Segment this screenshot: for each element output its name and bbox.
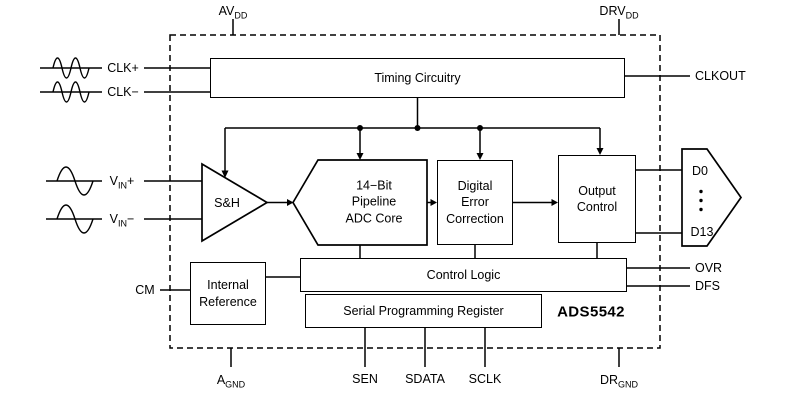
pin-d0-label: D0 [692,163,708,178]
pin-avdd-label: AVDD [218,4,248,21]
pin-vin-plus-subscript: IN [118,180,128,191]
internal-reference-block: Internal Reference [190,262,266,325]
adc-core-label: 14−Bit Pipeline ADC Core [345,178,403,226]
pin-clk-minus-label: CLK− [107,85,139,99]
sample-hold-block [201,162,269,243]
sample-hold-label: S&H [214,195,240,210]
arrowhead-clock-to-output [596,148,604,155]
pin-vin-minus-label: VIN− [109,212,135,229]
timing-circuitry-block: Timing Circuitry [210,58,625,98]
pin-drgnd-main: DR [599,373,619,387]
arrowhead-clock-to-sh [221,170,229,178]
output-control-label: Output Control [576,183,618,214]
clk-plus-waveform-icon [52,57,90,79]
junction-dot [357,125,363,131]
data-bus-arrow [681,148,743,247]
junction-dot [477,125,483,131]
ellipsis-dot [699,207,703,212]
arrowhead-adc-to-dec [430,199,437,206]
chip-name-label: ADS5542 [557,303,625,321]
pin-cm-label: CM [135,283,155,297]
pin-d13-label: D13 [690,224,714,239]
pin-sclk-label: SCLK [468,372,502,386]
pin-vin-minus-sign: − [127,212,135,226]
pin-drgnd-label: DRGND [599,373,639,390]
vin-plus-waveform-icon [56,166,94,196]
pin-agnd-label: AGND [216,373,246,390]
pin-vin-minus-main: V [109,212,119,226]
pin-agnd-subscript: GND [225,379,246,390]
arrowheads [221,148,604,206]
serial-register-label: Serial Programming Register [343,303,504,318]
pin-avdd-subscript: DD [234,10,248,21]
pin-clkout-label: CLKOUT [695,69,746,83]
control-logic-label: Control Logic [426,267,501,282]
internal-reference-label: Internal Reference [199,278,257,309]
arrowhead-clock-to-dec [476,153,484,160]
output-control-block: Output Control [558,155,636,243]
timing-circuitry-label: Timing Circuitry [374,70,461,85]
pin-sen-label: SEN [352,372,378,386]
serial-register-block: Serial Programming Register [305,294,542,328]
vin-minus-waveform-icon [56,204,94,234]
control-logic-block: Control Logic [300,258,627,292]
pin-ovr-label: OVR [695,261,723,275]
chip-boundary [169,34,661,349]
junction-dots [357,125,483,131]
error-correction-label: Digital Error Correction [446,179,504,226]
pin-agnd-main: A [216,373,226,387]
pin-avdd-main: AV [218,4,235,18]
waveform-icons [52,57,94,234]
pin-vin-plus-label: VIN+ [109,174,135,191]
arrowhead-clock-to-adc [356,153,364,160]
bus-ellipsis-dots [699,189,703,212]
pin-dfs-label: DFS [695,279,720,293]
pin-drvdd-main: DRV [599,4,626,18]
pin-drvdd-subscript: DD [625,10,639,21]
pin-drgnd-subscript: GND [618,379,639,390]
pin-clk-plus-label: CLK+ [107,61,139,75]
arrowhead-dec-to-output [551,199,558,206]
error-correction-block: Digital Error Correction [437,160,513,245]
pin-vin-minus-subscript: IN [118,218,128,229]
pin-drvdd-label: DRVDD [599,4,639,21]
clk-minus-waveform-icon [52,81,90,103]
pin-sdata-label: SDATA [405,372,445,386]
ellipsis-dot [699,198,703,203]
pin-vin-plus-main: V [109,174,119,188]
arrowhead-sh-to-adc [287,199,294,206]
pin-vin-plus-sign: + [127,174,135,188]
ellipsis-dot [699,189,703,194]
junction-dot [414,125,421,131]
